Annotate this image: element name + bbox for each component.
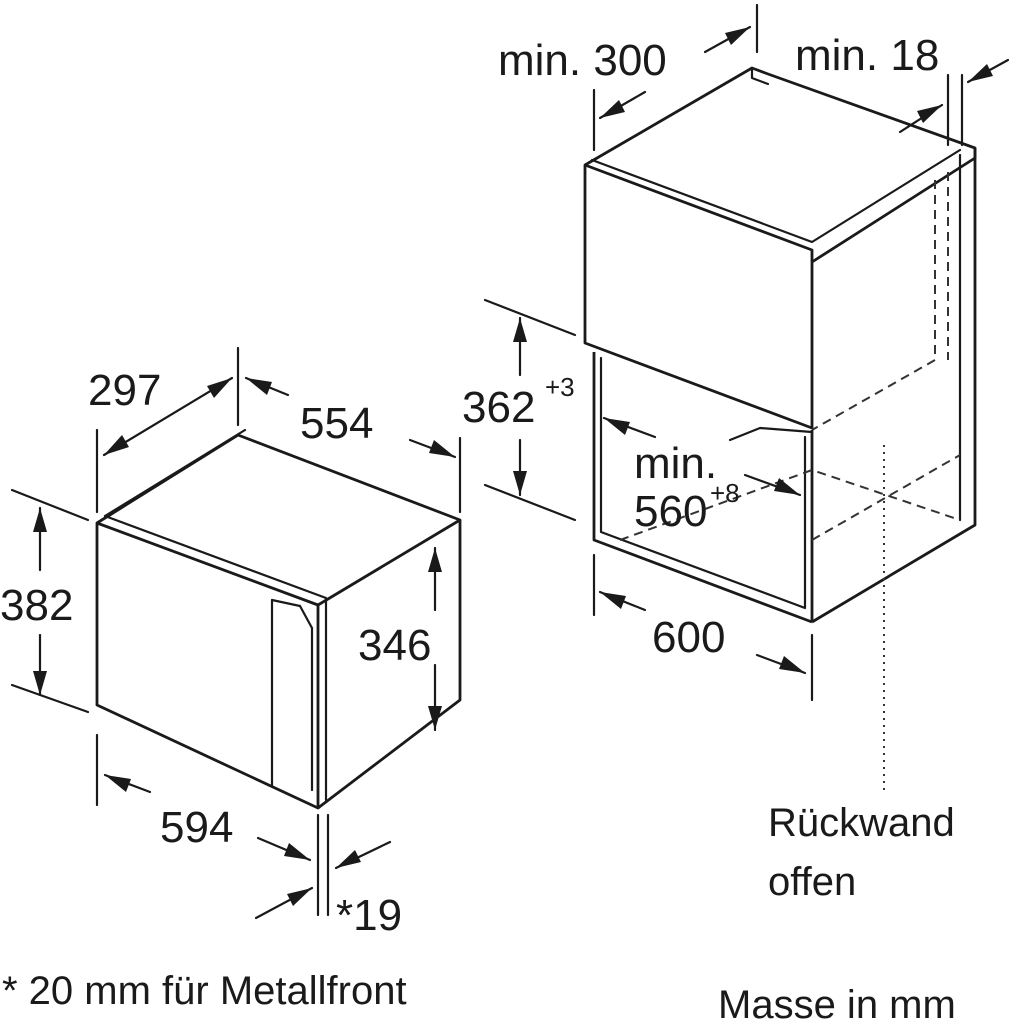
dimension-382: 382 bbox=[0, 488, 90, 714]
cabinet bbox=[583, 66, 977, 790]
cab-width-560-label: 560 bbox=[634, 487, 707, 536]
cab-min-18-label: min. 18 bbox=[795, 31, 939, 80]
cab-min-word-label: min. bbox=[634, 439, 717, 488]
dimension-min-18: min. 18 bbox=[795, 31, 1010, 147]
dimension-362: 362 +3 bbox=[462, 298, 577, 522]
dimension-600: 600 bbox=[592, 553, 814, 702]
units-note: Masse in mm bbox=[718, 983, 956, 1024]
oven-depth-297-label: 297 bbox=[88, 366, 161, 415]
dimension-346: 346 bbox=[358, 546, 442, 732]
microwave-appliance bbox=[95, 428, 462, 810]
back-wall-line1: Rückwand bbox=[768, 801, 955, 845]
oven-front-offset-label: *19 bbox=[336, 891, 402, 940]
footnote-metal-front: * 20 mm für Metallfront bbox=[2, 969, 407, 1013]
dimension-594: 594 bbox=[95, 733, 330, 917]
dimension-19: *19 bbox=[254, 840, 402, 940]
cab-width-600-label: 600 bbox=[652, 613, 725, 662]
back-wall-line2: offen bbox=[768, 860, 856, 904]
cab-min-300-label: min. 300 bbox=[498, 36, 667, 85]
back-wall-note: Rückwand offen bbox=[768, 801, 955, 904]
dimension-min-300: min. 300 bbox=[498, 3, 759, 152]
oven-height-382-label: 382 bbox=[0, 581, 73, 630]
oven-width-554-label: 554 bbox=[300, 399, 373, 448]
cab-height-362-label: 362 bbox=[462, 383, 535, 432]
cab-width-560-tolerance: +8 bbox=[710, 478, 740, 508]
cab-height-362-tolerance: +3 bbox=[545, 372, 575, 402]
oven-front-594-label: 594 bbox=[160, 803, 233, 852]
oven-height-346-label: 346 bbox=[358, 621, 431, 670]
dimension-554: 554 bbox=[244, 376, 462, 514]
dimension-min-560: min. 560 +8 bbox=[602, 416, 802, 536]
dimension-297: 297 bbox=[88, 346, 240, 514]
